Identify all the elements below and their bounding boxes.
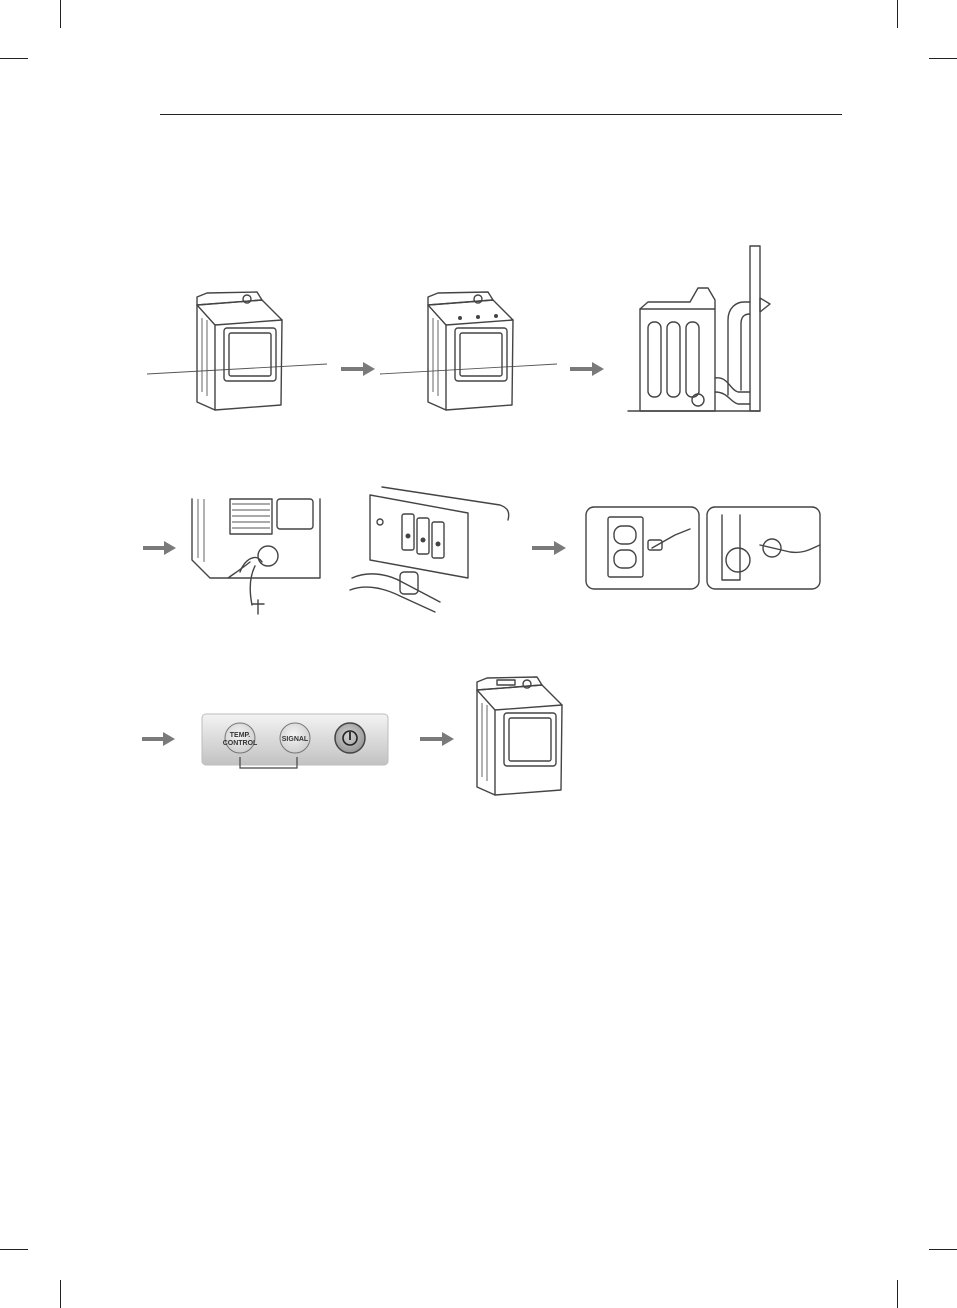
dryer-plug-figure (707, 507, 820, 589)
arrow-right-icon (341, 362, 375, 376)
arrow-right-icon (143, 541, 176, 555)
arrow-right-icon (142, 732, 175, 746)
control-panel: TEMP. CONTROL SIGNAL (202, 714, 388, 768)
wall-outlet-figure (586, 507, 699, 589)
arrow-right-icon (532, 541, 566, 555)
temp-control-label-line1: TEMP. (230, 732, 251, 739)
arrow-right-icon (570, 362, 604, 376)
dryer-ready-figure (477, 677, 562, 795)
arrow-right-icon (420, 732, 454, 746)
dryer-check-level-figure (380, 292, 557, 410)
power-button[interactable] (335, 723, 365, 753)
signal-label: SIGNAL (282, 736, 309, 743)
terminal-block-figure (350, 487, 509, 612)
gas-connection-figure (192, 499, 320, 614)
signal-button[interactable]: SIGNAL (280, 723, 310, 753)
dryer-level-figure (147, 292, 327, 410)
temp-control-label-line2: CONTROL (223, 740, 258, 747)
exhaust-duct-figure (628, 246, 770, 411)
